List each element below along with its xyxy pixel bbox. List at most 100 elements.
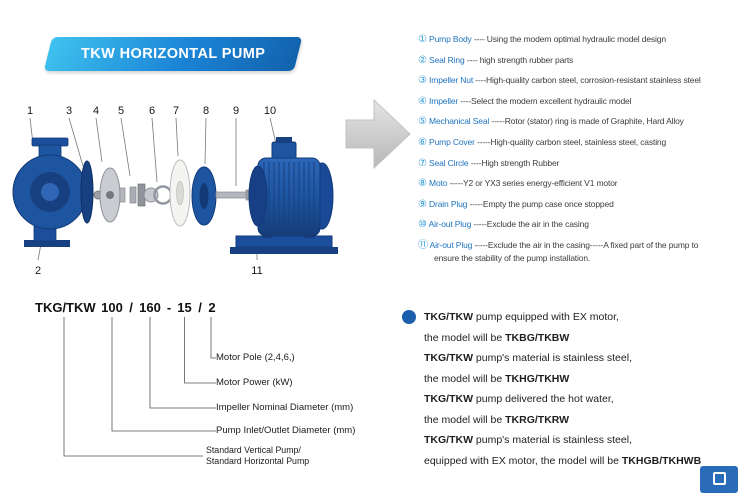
note-model-code: TKHGB/TKHWB: [621, 454, 702, 467]
note-text: pump equipped with EX motor,: [473, 311, 619, 323]
part-desc: -----Empty the pump case once stopped: [469, 198, 614, 209]
part-name: Pump Cover: [429, 136, 475, 147]
part-number-icon: ⑤: [418, 116, 427, 128]
note-model-code: TKHG/TKHW: [505, 372, 570, 385]
flow-arrow: [345, 98, 411, 170]
part-number-icon: ⑦: [418, 157, 427, 169]
note-model-code: TKRG/TKRW: [505, 413, 570, 426]
part-desc: ----High strength Rubber: [470, 157, 560, 168]
label-standard-pump-line2: Standard Horizontal Pump: [206, 455, 310, 466]
pump-cover: [191, 166, 217, 226]
part-name: Impeller Nut: [429, 75, 474, 86]
model-code-token: /: [129, 300, 133, 315]
part-number-icon: ⑩: [418, 219, 427, 231]
model-code-token: 160: [139, 300, 161, 315]
part-name: Mechanical Seal: [429, 116, 490, 127]
model-code-leader-lines: [63, 317, 216, 457]
part-name: Air-out Plug: [429, 239, 473, 250]
page-title: TKW HORIZONTAL PUMP: [80, 46, 266, 62]
note-line: the model will be TKRG/TKRW: [424, 410, 756, 431]
corner-logo: [700, 466, 738, 493]
part-name: Impeller: [429, 95, 459, 106]
parts-list-item: ⑤ Mechanical Seal -----Rotor (stator) ri…: [418, 115, 756, 128]
part-number-icon: ⑥: [418, 136, 427, 148]
part-number-icon: ②: [418, 54, 427, 66]
part-number-icon: ⑪: [418, 239, 428, 251]
parts-list-item: ⑥ Pump Cover -----High-quality carbon st…: [418, 136, 756, 149]
part-number-icon: ④: [418, 95, 427, 107]
base-plate: [230, 235, 338, 254]
title-banner: TKW HORIZONTAL PUMP: [43, 37, 303, 71]
part-desc-continuation: ensure the stability of the pump install…: [434, 252, 591, 263]
model-code-token: /: [198, 300, 202, 315]
part-desc: -----Y2 or YX3 series energy-efficient V…: [449, 178, 618, 189]
part-name: Seal Circle: [429, 157, 469, 168]
note-model-code: TKBG/TKBW: [505, 331, 570, 344]
note-model-code: TKG/TKW: [424, 434, 473, 446]
part-desc: ---- Using the modern optimal hydraulic …: [473, 34, 666, 44]
part-numbers: 1 3 4 5 6 7 8 9 10 2 11: [27, 105, 276, 277]
model-code-token: -: [166, 300, 172, 315]
parts-list-item: ⑨ Drain Plug -----Empty the pump case on…: [418, 198, 756, 211]
part-desc: -----Rotor (stator) ring is made of Grap…: [491, 116, 684, 127]
parts-list-item: ③ Impeller Nut ----High-quality carbon s…: [418, 74, 756, 87]
note-line: TKG/TKW pump delivered the hot water,: [424, 389, 756, 410]
note-text: pump's material is stainless steel,: [473, 434, 632, 446]
part-name: Pump Body: [429, 34, 472, 44]
note-text: pump delivered the hot water,: [473, 393, 614, 405]
part-desc: -----Exclude the air in the casing-----A…: [474, 239, 699, 250]
part-name: Air-out Plug: [428, 219, 472, 230]
part-desc: -----High-quality carbon steel, stainles…: [477, 136, 667, 147]
parts-list-item: ⑦ Seal Circle ----High strength Rubber: [418, 157, 756, 170]
part-number-label: 6: [149, 105, 155, 117]
note-line: the model will be TKHG/TKHW: [424, 369, 756, 390]
part-number-icon: ③: [418, 75, 427, 87]
note-line: TKG/TKW pump equipped with EX motor,: [424, 307, 756, 328]
gasket: [169, 159, 191, 227]
part-number-label: 3: [66, 105, 72, 117]
note-line: equipped with EX motor, the model will b…: [424, 451, 756, 472]
pump-casing: [12, 137, 94, 247]
leader-lines: [29, 117, 279, 261]
shaft: [215, 189, 255, 201]
label-motor-pole: Motor Pole (2,4,6,): [216, 352, 295, 363]
part-number-icon: ⑧: [418, 178, 427, 190]
part-desc: ---- high strength rubber parts: [466, 54, 574, 65]
model-code-token: TKG/TKW: [35, 300, 96, 315]
model-code-token: 100: [101, 300, 123, 315]
part-number-label: 4: [93, 105, 99, 117]
note-line: TKG/TKW pump's material is stainless ste…: [424, 430, 756, 451]
label-standard-pump-line1: Standard Vertical Pump/: [206, 445, 301, 455]
parts-list-item: ⑪ Air-out Plug -----Exclude the air in t…: [418, 239, 756, 265]
motor: [248, 137, 334, 238]
part-number-label: 1: [27, 105, 33, 117]
corner-logo-glyph: [712, 472, 726, 485]
parts-list-item: ⑩ Air-out Plug -----Exclude the air in t…: [418, 218, 756, 231]
parts-list-item: ⑧ Moto -----Y2 or YX3 series energy-effi…: [418, 177, 756, 190]
parts-list-item: ④ Impeller ----Select the modern excelle…: [418, 95, 756, 108]
part-name: Seal Ring: [429, 54, 465, 65]
part-number-icon: ⑨: [418, 198, 427, 210]
note-line: TKG/TKW pump's material is stainless ste…: [424, 348, 756, 369]
label-motor-power: Motor Power (kW): [216, 377, 293, 388]
model-code-token: 15: [177, 300, 192, 315]
note-line: the model will be TKBG/TKBW: [424, 328, 756, 349]
model-notes: TKG/TKW pump equipped with EX motor, the…: [402, 307, 756, 472]
part-number-label: 5: [118, 105, 124, 117]
note-model-code: TKG/TKW: [424, 311, 473, 323]
parts-list-item: ② Seal Ring ---- high strength rubber pa…: [418, 54, 756, 67]
impeller: [99, 167, 126, 223]
part-number-label: 11: [251, 265, 262, 277]
parts-list: ① Pump Body ---- Using the modern optima…: [418, 33, 756, 273]
part-desc: ----High-quality carbon steel, corrosion…: [475, 75, 701, 86]
part-number-label: 8: [203, 105, 209, 117]
note-text: the model will be: [424, 372, 506, 385]
part-desc: ----Select the modern excellent hydrauli…: [460, 95, 632, 106]
label-standard-pump: Standard Vertical Pump/ Standard Horizon…: [206, 445, 309, 466]
label-inlet-outlet: Pump Inlet/Outlet Diameter (mm): [216, 425, 356, 436]
part-name: Drain Plug: [429, 198, 468, 209]
part-number-label: 10: [264, 105, 276, 117]
note-text: equipped with EX motor, the model will b…: [424, 454, 622, 467]
note-text: the model will be: [424, 413, 506, 426]
part-number-label: 9: [233, 105, 239, 117]
